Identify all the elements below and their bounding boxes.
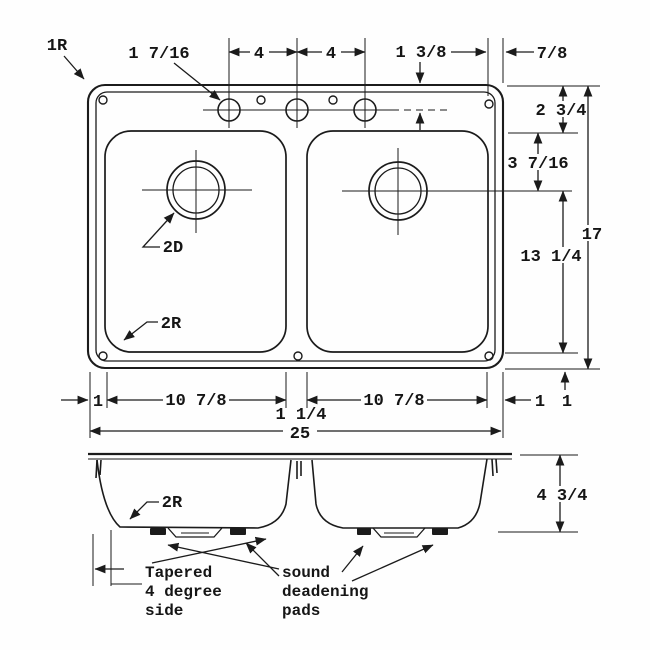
dim-divider-width: 1 1/4 (275, 406, 326, 425)
mount-hole (98, 95, 108, 105)
dim-overall-front-to-back: 17 (582, 226, 602, 245)
sound-pad (150, 528, 166, 535)
leader-arrow (245, 542, 280, 577)
dim-front-margin: 1 (562, 393, 572, 412)
leader-arrow (341, 545, 364, 573)
label-mask (521, 247, 583, 263)
dim-right-bowl-width: 10 7/8 (363, 392, 424, 411)
pads-note-line3: pads (282, 602, 320, 620)
leader-arrow (129, 501, 159, 520)
dim-rim-to-bowl: 2 3/4 (535, 102, 586, 121)
dim-left-margin: 1 (93, 393, 103, 412)
sink-inner-rim (95, 91, 496, 362)
top-view (86, 83, 572, 370)
sound-pad (357, 528, 371, 535)
sink-outer-outline (86, 83, 505, 370)
right-bowl-outline (306, 130, 489, 353)
mount-hole (98, 351, 108, 361)
mount-hole (484, 351, 494, 361)
label-mask (283, 424, 317, 439)
top-dimensions: 4 4 1 7/16 1R 1 3/8 7/8 (47, 37, 568, 130)
label-bowl-corner-radius: 2R (161, 315, 182, 334)
right-bowl-section (311, 458, 488, 529)
dim-bowl-top-to-drain: 3 7/16 (507, 155, 568, 174)
mount-hole (484, 99, 494, 109)
label-mask (250, 44, 269, 60)
sound-pad (230, 528, 246, 535)
pads-note-line2: deadening (282, 583, 368, 601)
dim-left-bowl-width: 10 7/8 (165, 392, 226, 411)
clip (99, 459, 102, 476)
pads-note-line1: sound (282, 564, 330, 582)
mount-hole (328, 95, 338, 105)
dim-faucet-hole-diameter: 1 7/16 (128, 45, 189, 64)
dim-bowl-depth: 4 3/4 (536, 487, 587, 506)
left-bowl-outline (104, 130, 287, 353)
dim-overall-width: 25 (290, 425, 310, 444)
taper-note-line1: Tapered (145, 564, 212, 582)
leader-arrow (351, 544, 434, 582)
width-dimensions: 1 10 7/8 10 7/8 1 1/4 1 25 (61, 372, 545, 444)
dim-right-margin: 1 (535, 393, 545, 412)
leader-arrow (63, 55, 85, 80)
label-mask (507, 154, 570, 170)
dim-hole-spacing-right: 4 (326, 45, 336, 64)
leader-arrow (167, 542, 280, 570)
right-drain-recess (372, 527, 426, 538)
dim-mount-hole-offset: 7/8 (537, 45, 568, 64)
label-mask (531, 486, 591, 502)
dim-drain-to-front: 13 1/4 (520, 248, 581, 267)
label-section-bowl-radius: 2R (162, 494, 183, 513)
leader-arrow (123, 321, 158, 341)
label-mask (163, 392, 229, 407)
label-mask (322, 44, 341, 60)
label-mask (576, 225, 608, 241)
right-dimensions: 2 3/4 3 7/16 13 1/4 17 1 (505, 85, 608, 412)
label-drain-diameter: 2D (163, 239, 183, 258)
clip (491, 458, 494, 477)
leader-arrow (141, 212, 175, 248)
taper-note-line2: 4 degree (145, 583, 222, 601)
leader-arrow (173, 62, 221, 101)
clip (495, 458, 498, 474)
clip (95, 459, 98, 479)
left-bowl-section (96, 459, 292, 529)
dim-hole-setback: 1 3/8 (395, 44, 446, 63)
mount-hole (256, 95, 266, 105)
mount-hole (293, 351, 303, 361)
sound-pad (432, 528, 448, 535)
dim-hole-spacing-left: 4 (254, 45, 264, 64)
bowl-annotations: 2D 2R (123, 212, 183, 341)
label-mask (361, 392, 427, 407)
label-mask (534, 101, 588, 117)
dim-corner-radius: 1R (47, 37, 68, 56)
taper-note-line3: side (145, 602, 183, 620)
side-view: 2R 4 3/4 Tapered 4 degree side sound dea… (88, 452, 591, 620)
leader-arrow (151, 536, 267, 564)
left-drain-recess (167, 527, 223, 538)
